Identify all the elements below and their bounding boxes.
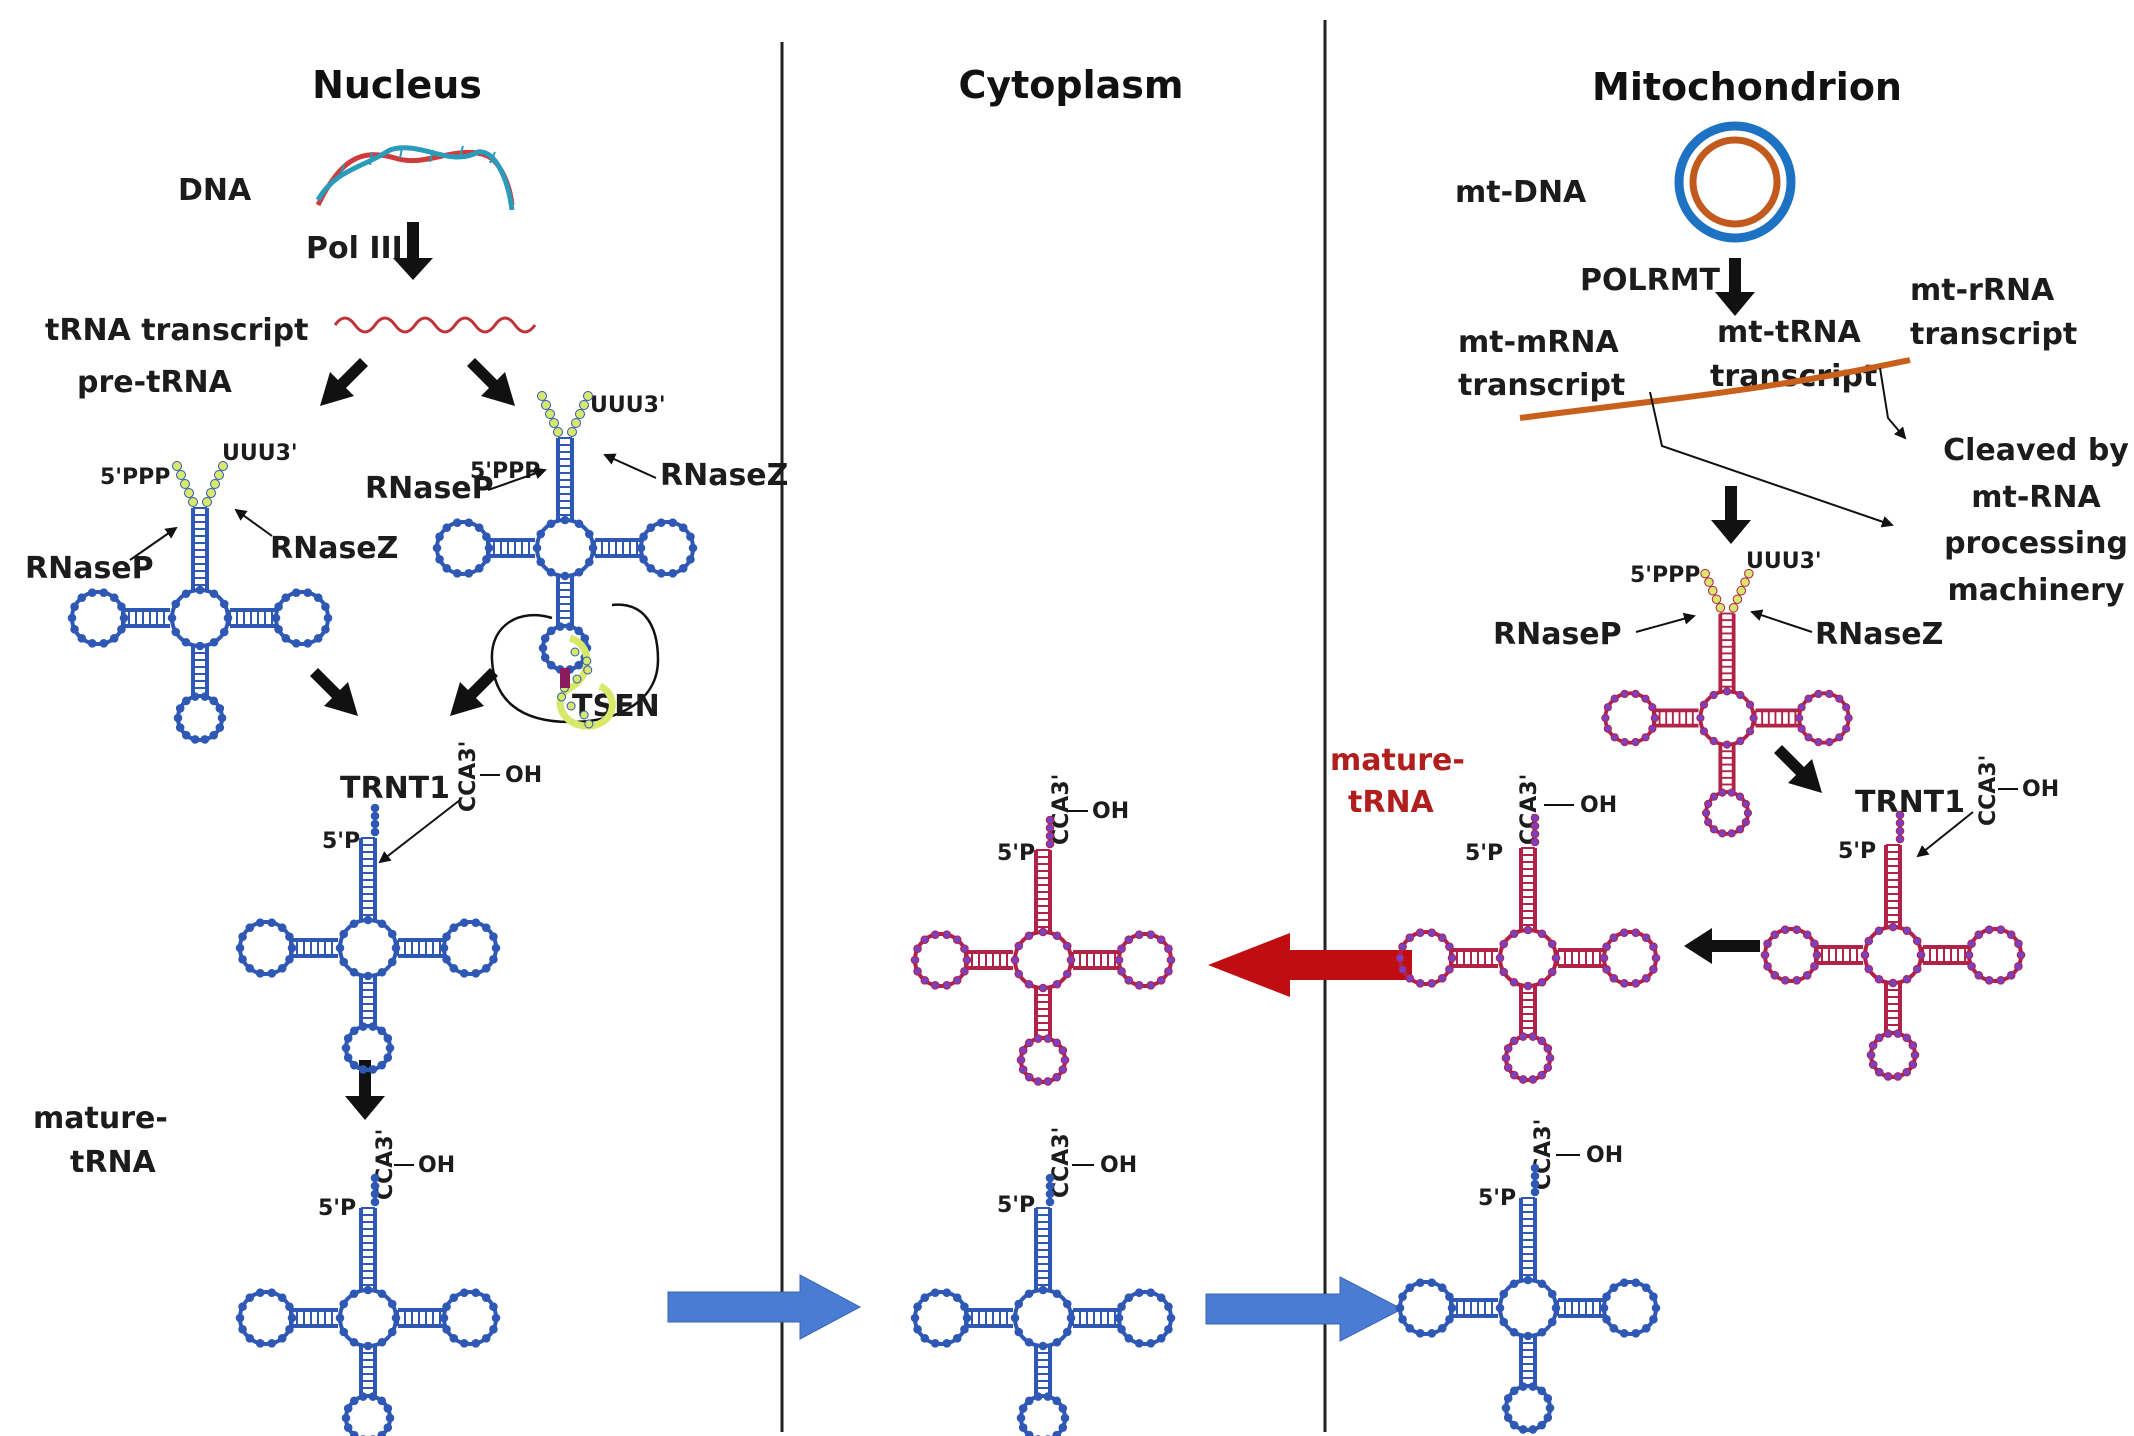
pre-trna-label: pre-tRNA [77, 365, 233, 400]
trna-nucleus-trnt1 [235, 803, 501, 1074]
cleaved-label-3: processing [1944, 526, 2128, 561]
pre-trna-right-rnasep: RNaseP [365, 471, 494, 506]
mito-trnt1-pointer [1916, 811, 1974, 858]
pre-trna-right-rnasez: RNaseZ [660, 458, 788, 493]
cleavage-line-rrna [1879, 367, 1907, 440]
mito-pre-rnasez: RNaseZ [1815, 617, 1943, 652]
trna-mito-mature [1395, 813, 1661, 1084]
mito-trnt1-oh: OH [2022, 777, 2059, 802]
cleaved-label-2: mt-RNA [1971, 480, 2101, 515]
cyto-lower-5p: 5'P [997, 1193, 1035, 1218]
export-arrow-mito-to-cytoplasm [1208, 933, 1412, 997]
merge-arrow-left [310, 668, 358, 716]
dna-helix [315, 145, 515, 211]
nucleus-trnt1-label: TRNT1 [340, 771, 450, 806]
cyto-upper-5p: 5'P [997, 841, 1035, 866]
mt-dna-inner-ring [1689, 136, 1781, 228]
pre-trna-right-uuu3: UUU3' [590, 393, 666, 418]
nucleus-trnt1-5p: 5'P [322, 829, 360, 854]
mito-trnt1-arrow [1774, 745, 1822, 793]
cleaved-label-1: Cleaved by [1943, 433, 2129, 468]
mt-transcript-line [1519, 357, 1911, 421]
nucleus-trnt1-pointer [378, 799, 461, 864]
mito-pre-rnasep-pointer [1635, 612, 1696, 633]
trna-cytoplasm-lower [910, 1173, 1176, 1436]
split-arrow-right [467, 358, 515, 406]
trna-nucleus-pre-left [67, 461, 333, 744]
cleavage-line-mrna [1649, 391, 1894, 528]
pre-trna-left-rnasep: RNaseP [25, 551, 154, 586]
nucleus-mature-line1: mature- [33, 1101, 168, 1136]
trna-mito-pre [1601, 568, 1853, 838]
trna-cytoplasm-upper [910, 815, 1176, 1086]
import-arrow-cytoplasm-to-mito [1205, 1276, 1404, 1342]
nucleus-mature-5p: 5'P [318, 1196, 356, 1221]
trna-nucleus-pre-right [432, 391, 698, 730]
mito-pre-uuu3: UUU3' [1746, 549, 1822, 574]
mito-import-5p: 5'P [1478, 1186, 1516, 1211]
mito-left-arrow [1684, 928, 1760, 964]
mt-dna-label: mt-DNA [1455, 175, 1587, 210]
pol3-label: Pol III [306, 231, 403, 266]
mt-rrna-label-2: transcript [1910, 317, 2077, 352]
nucleus-mature-oh: OH [418, 1153, 455, 1178]
pol3-arrow [393, 222, 433, 280]
mito-trnt1-label: TRNT1 [1855, 785, 1965, 820]
export-arrow-nucleus-to-cytoplasm [667, 1274, 862, 1340]
polrmt-arrow [1715, 258, 1755, 316]
cyto-upper-oh: OH [1092, 799, 1129, 824]
trna-transcript-label: tRNA transcript [45, 313, 308, 348]
mito-down-arrow [1711, 486, 1751, 544]
nucleus-mature-line2: tRNA [70, 1145, 157, 1180]
mito-pre-rnasez-pointer [1750, 609, 1813, 633]
merge-arrow-right [450, 668, 498, 716]
pre-trna-left-uuu3: UUU3' [222, 441, 298, 466]
mito-pre-rnasep: RNaseP [1493, 617, 1622, 652]
pre-trna-right-rnasez-pointer [603, 453, 657, 479]
dna-label: DNA [178, 173, 252, 208]
trna-mito-trnt1 [1760, 810, 2026, 1081]
cytoplasm-header: Cytoplasm [958, 63, 1183, 107]
nucleus-trnt1-cca3: CCA3' [456, 741, 481, 812]
mt-mrna-label-1: mt-mRNA [1458, 325, 1620, 360]
mt-trna-label-1: mt-tRNA [1717, 315, 1862, 350]
mito-mature-red-1: mature- [1330, 743, 1465, 778]
mito-trnt1-cca3: CCA3' [1976, 755, 2001, 826]
mito-trnt1-5p: 5'P [1838, 839, 1876, 864]
trna-transcript-wave [333, 316, 537, 334]
polrmt-label: POLRMT [1580, 263, 1721, 298]
mt-dna-outer-ring [1674, 121, 1796, 243]
nucleus-header: Nucleus [312, 63, 482, 107]
mt-mrna-label-2: transcript [1458, 368, 1625, 403]
nucleus-trnt1-oh: OH [505, 763, 542, 788]
pre-trna-left-rnasez: RNaseZ [270, 531, 398, 566]
pre-trna-right-5ppp: 5'PPP [470, 459, 540, 484]
mito-import-oh: OH [1586, 1143, 1623, 1168]
mito-pre-5ppp: 5'PPP [1630, 563, 1700, 588]
cleaved-label-4: machinery [1948, 573, 2125, 608]
mitochondrion-header: Mitochondrion [1592, 65, 1902, 109]
split-arrow-left [320, 358, 368, 406]
pre-trna-left-rnasep-pointer [129, 526, 178, 561]
pre-trna-left-rnasez-pointer [234, 508, 273, 537]
trna-nucleus-mature [235, 1173, 501, 1436]
mito-mature-oh: OH [1580, 793, 1617, 818]
mt-rrna-label-1: mt-rRNA [1910, 273, 2055, 308]
pre-trna-right-rnasep-pointer [487, 467, 547, 491]
cyto-lower-oh: OH [1100, 1153, 1137, 1178]
trna-mito-imported [1395, 1163, 1661, 1434]
pre-trna-left-5ppp: 5'PPP [100, 465, 170, 490]
mito-mature-5p: 5'P [1465, 841, 1503, 866]
nucleus-down-arrow [345, 1060, 385, 1120]
mito-mature-red-2: tRNA [1348, 785, 1435, 820]
